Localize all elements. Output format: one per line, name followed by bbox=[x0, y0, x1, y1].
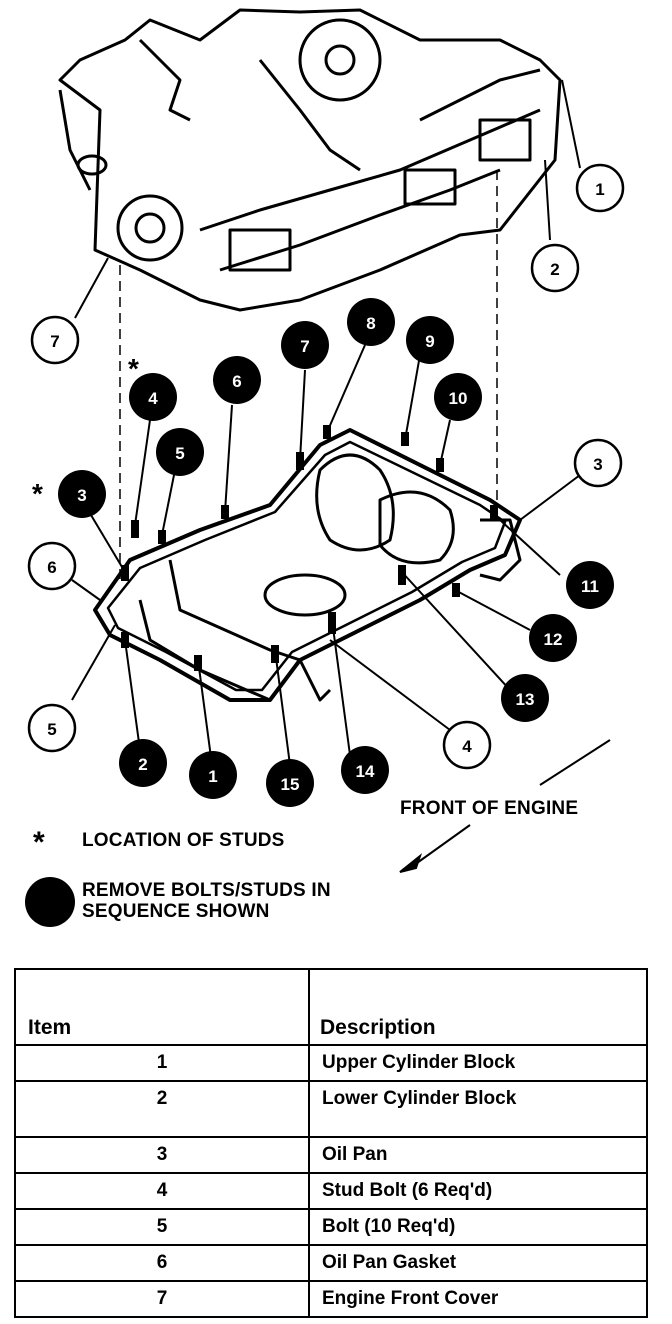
item-callout-6: 6 bbox=[27, 541, 77, 591]
sequence-callout-6: 6 bbox=[213, 356, 261, 404]
sequence-callout-15: 15 bbox=[266, 759, 314, 807]
sequence-callout-5: 5 bbox=[156, 428, 204, 476]
sequence-callout-7: 7 bbox=[281, 321, 329, 369]
oil-pan-drawing bbox=[93, 428, 522, 702]
table-row: 7 Engine Front Cover bbox=[14, 1280, 648, 1318]
item-description: Lower Cylinder Block bbox=[308, 1080, 648, 1138]
sequence-callout-2: 2 bbox=[119, 739, 167, 787]
bolts bbox=[121, 425, 498, 671]
sequence-label-line2: SEQUENCE SHOWN bbox=[82, 901, 270, 922]
item-callout-1: 1 bbox=[575, 163, 625, 213]
sequence-callout-4: 4 bbox=[129, 373, 177, 421]
svg-text:15: 15 bbox=[281, 775, 300, 794]
stud-asterisk-3: * bbox=[32, 478, 43, 509]
item-description: Bolt (10 Req'd) bbox=[308, 1208, 648, 1246]
item-number: 4 bbox=[156, 1180, 168, 1201]
header-item: Item bbox=[14, 968, 310, 1046]
item-number: 3 bbox=[156, 1144, 168, 1165]
sequence-callout-14: 14 bbox=[341, 746, 389, 794]
item-callout-7-top: 7 bbox=[30, 315, 80, 365]
table-row: 4 Stud Bolt (6 Req'd) bbox=[14, 1172, 648, 1210]
item-description: Upper Cylinder Block bbox=[308, 1044, 648, 1082]
sequence-callout-8: 8 bbox=[347, 298, 395, 346]
item-callouts: 1 2 7 3 6 5 4 bbox=[27, 163, 625, 770]
legend-asterisk-icon: * bbox=[33, 826, 45, 859]
svg-text:5: 5 bbox=[47, 720, 56, 739]
svg-text:6: 6 bbox=[232, 372, 241, 391]
item-description: Stud Bolt (6 Req'd) bbox=[308, 1172, 648, 1210]
svg-text:7: 7 bbox=[300, 337, 309, 356]
svg-text:10: 10 bbox=[449, 389, 468, 408]
item-description: Engine Front Cover bbox=[308, 1280, 648, 1318]
sequence-callout-9: 9 bbox=[406, 316, 454, 364]
item-description: Oil Pan bbox=[308, 1136, 648, 1174]
stud-asterisk-4: * bbox=[128, 353, 139, 384]
svg-text:5: 5 bbox=[175, 444, 184, 463]
svg-text:8: 8 bbox=[366, 314, 375, 333]
sequence-label: REMOVE BOLTS/STUDS IN SEQUENCE SHOWN bbox=[82, 880, 331, 922]
table-row: 1 Upper Cylinder Block bbox=[14, 1044, 648, 1082]
svg-text:7: 7 bbox=[50, 332, 59, 351]
item-number: 6 bbox=[156, 1252, 168, 1273]
svg-text:2: 2 bbox=[550, 260, 559, 279]
svg-text:9: 9 bbox=[425, 332, 434, 351]
legend-filled-circle-icon bbox=[25, 877, 75, 927]
leader-lines bbox=[71, 79, 611, 873]
sequence-callout-3: 3 bbox=[58, 470, 106, 518]
svg-text:13: 13 bbox=[516, 690, 535, 709]
svg-text:1: 1 bbox=[595, 180, 604, 199]
svg-text:4: 4 bbox=[148, 389, 158, 408]
table-row: 5 Bolt (10 Req'd) bbox=[14, 1208, 648, 1246]
table-row: 6 Oil Pan Gasket bbox=[14, 1244, 648, 1282]
front-of-engine-label: FRONT OF ENGINE bbox=[400, 798, 579, 819]
sequence-label-line1: REMOVE BOLTS/STUDS IN bbox=[82, 880, 331, 901]
alignment-lines bbox=[119, 170, 498, 580]
sequence-callout-13: 13 bbox=[501, 674, 549, 722]
parts-table: Item Description 1 Upper Cylinder Block … bbox=[14, 968, 648, 1318]
svg-text:11: 11 bbox=[581, 577, 599, 596]
svg-text:2: 2 bbox=[138, 755, 147, 774]
table-row: 3 Oil Pan bbox=[14, 1136, 648, 1174]
svg-text:14: 14 bbox=[356, 762, 375, 781]
item-description: Oil Pan Gasket bbox=[308, 1244, 648, 1282]
sequence-callout-10: 10 bbox=[434, 373, 482, 421]
item-number: 1 bbox=[156, 1052, 168, 1073]
svg-text:1: 1 bbox=[208, 767, 217, 786]
header-description: Description bbox=[308, 968, 648, 1046]
svg-text:3: 3 bbox=[77, 486, 86, 505]
item-number: 7 bbox=[156, 1288, 168, 1309]
svg-text:4: 4 bbox=[462, 737, 472, 756]
item-callout-2: 2 bbox=[530, 243, 580, 293]
item-number: 2 bbox=[156, 1088, 168, 1109]
svg-text:3: 3 bbox=[593, 455, 602, 474]
location-of-studs-label: LOCATION OF STUDS bbox=[82, 830, 285, 851]
sequence-callouts: 1 2 3 4 5 6 7 8 9 10 11 12 13 14 15 bbox=[58, 298, 614, 807]
table-row: 2 Lower Cylinder Block bbox=[14, 1080, 648, 1138]
svg-text:6: 6 bbox=[47, 558, 56, 577]
engine-block-drawing bbox=[58, 8, 562, 312]
sequence-callout-11: 11 bbox=[566, 561, 614, 609]
oil-pan-diagram: 1 2 7 3 6 5 4 1 2 3 4 5 6 7 8 9 10 11 12… bbox=[25, 8, 625, 927]
sequence-callout-12: 12 bbox=[529, 614, 577, 662]
item-callout-4: 4 bbox=[442, 720, 492, 770]
item-callout-5: 5 bbox=[27, 703, 77, 753]
sequence-callout-1: 1 bbox=[189, 751, 237, 799]
item-number: 5 bbox=[156, 1216, 168, 1237]
item-callout-3: 3 bbox=[573, 438, 623, 488]
svg-text:12: 12 bbox=[544, 630, 563, 649]
